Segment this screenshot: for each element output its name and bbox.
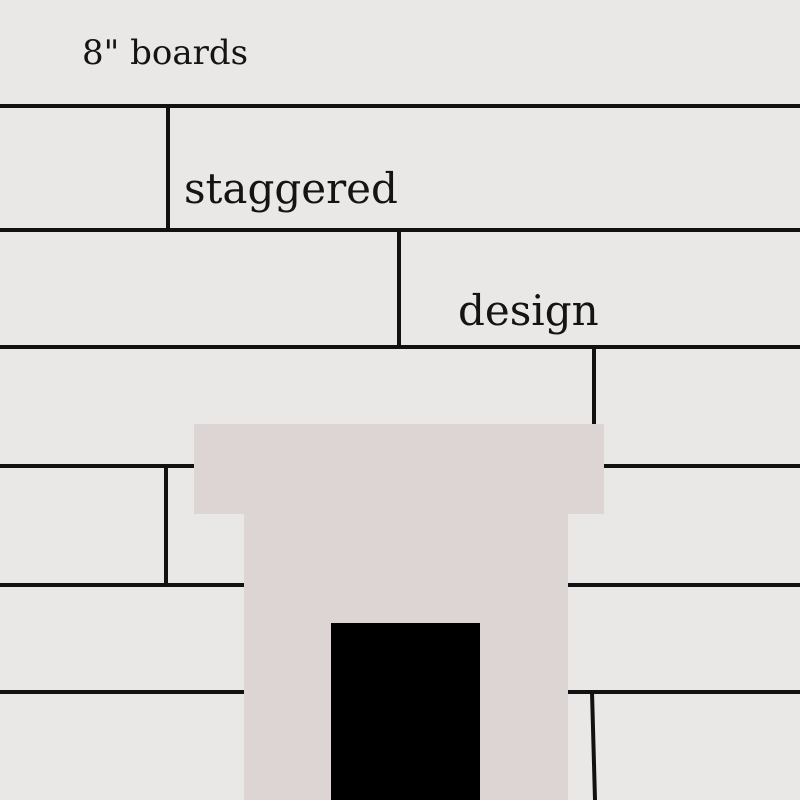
- firebox-opening: [331, 623, 480, 800]
- design-label: design: [458, 286, 599, 335]
- vertical-seam: [590, 691, 597, 800]
- boards-label: 8" boards: [82, 33, 249, 73]
- fireplace: [194, 424, 604, 800]
- mantel-shelf: [194, 424, 604, 514]
- vertical-seams: [164, 106, 597, 800]
- staggered-label: staggered: [184, 164, 398, 213]
